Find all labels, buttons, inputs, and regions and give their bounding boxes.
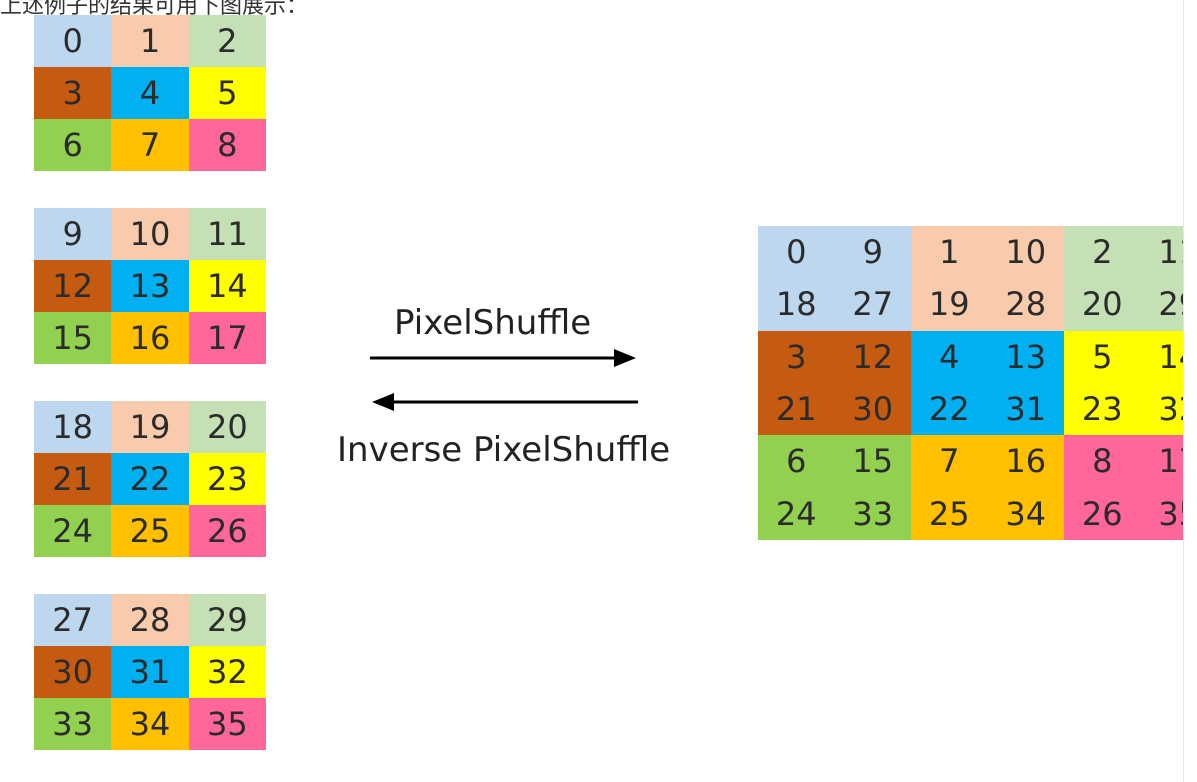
output-cell: 28 bbox=[1005, 285, 1047, 324]
output-cell: 4 bbox=[939, 337, 960, 376]
output-block-6: 6 15 24 33 bbox=[758, 435, 911, 540]
output-cell: 9 bbox=[862, 233, 883, 272]
input-cell: 29 bbox=[188, 594, 266, 646]
output-block-1: 1 10 19 28 bbox=[911, 226, 1064, 331]
input-cell: 9 bbox=[34, 208, 112, 260]
input-cell: 4 bbox=[111, 67, 189, 119]
caption-text: 上述例子的结果可用下图展示： bbox=[0, 0, 309, 19]
input-cell: 24 bbox=[34, 505, 112, 557]
output-cell: 10 bbox=[1005, 233, 1047, 272]
output-block-4: 4 13 22 31 bbox=[911, 330, 1064, 436]
output-cell: 21 bbox=[775, 390, 817, 429]
input-cell: 19 bbox=[111, 401, 189, 453]
input-cell: 10 bbox=[111, 208, 189, 260]
input-cell: 27 bbox=[34, 594, 112, 646]
input-cell: 31 bbox=[111, 646, 189, 698]
output-cell: 5 bbox=[1092, 337, 1113, 376]
input-cell: 26 bbox=[188, 505, 266, 557]
output-cell: 2 bbox=[1092, 233, 1113, 272]
input-cell: 12 bbox=[34, 260, 112, 312]
output-cell: 16 bbox=[1005, 442, 1047, 481]
output-cell: 31 bbox=[1005, 390, 1047, 429]
input-cell: 32 bbox=[188, 646, 266, 698]
input-cell: 21 bbox=[34, 453, 112, 505]
output-cell: 7 bbox=[939, 442, 960, 481]
page-edge bbox=[1183, 0, 1197, 782]
output-cell: 33 bbox=[852, 494, 894, 533]
input-cell: 1 bbox=[111, 15, 189, 67]
input-cell: 20 bbox=[188, 401, 266, 453]
input-cell: 0 bbox=[34, 15, 112, 67]
input-cell: 16 bbox=[111, 312, 189, 364]
output-cell: 1 bbox=[939, 233, 960, 272]
input-cell: 25 bbox=[111, 505, 189, 557]
output-cell: 30 bbox=[852, 390, 894, 429]
inverse-pixelshuffle-label: Inverse PixelShuffle bbox=[337, 430, 671, 470]
output-cell: 34 bbox=[1005, 494, 1047, 533]
output-cell: 0 bbox=[786, 233, 807, 272]
output-block-0: 0 9 18 27 bbox=[758, 226, 911, 331]
output-cell: 27 bbox=[852, 285, 894, 324]
output-cell: 18 bbox=[775, 285, 817, 324]
input-cell: 35 bbox=[188, 698, 266, 750]
output-cell: 22 bbox=[928, 390, 970, 429]
pixelshuffle-label: PixelShuffle bbox=[394, 303, 592, 343]
output-cell: 25 bbox=[928, 494, 970, 533]
input-cell: 11 bbox=[188, 208, 266, 260]
input-cell: 8 bbox=[188, 119, 266, 171]
input-cell: 23 bbox=[188, 453, 266, 505]
output-cell: 20 bbox=[1081, 285, 1123, 324]
output-cell: 19 bbox=[928, 285, 970, 324]
output-block-7: 7 16 25 34 bbox=[911, 435, 1064, 540]
output-cell: 3 bbox=[786, 337, 807, 376]
input-cell: 5 bbox=[188, 67, 266, 119]
input-cell: 30 bbox=[34, 646, 112, 698]
forward-arrow-head bbox=[614, 349, 636, 367]
output-cell: 24 bbox=[775, 494, 817, 533]
input-cell: 33 bbox=[34, 698, 112, 750]
input-cell: 15 bbox=[34, 312, 112, 364]
input-cell: 7 bbox=[111, 119, 189, 171]
input-cell: 6 bbox=[34, 119, 112, 171]
input-cell: 2 bbox=[188, 15, 266, 67]
inverse-arrow-head bbox=[372, 393, 394, 411]
output-cell: 13 bbox=[1005, 337, 1047, 376]
output-cell: 15 bbox=[852, 442, 894, 481]
output-cell: 12 bbox=[852, 337, 894, 376]
output-cell: 26 bbox=[1081, 494, 1123, 533]
output-cell: 6 bbox=[786, 442, 807, 481]
input-cell: 28 bbox=[111, 594, 189, 646]
input-cell: 3 bbox=[34, 67, 112, 119]
output-block-3: 3 12 21 30 bbox=[758, 330, 911, 436]
output-cell: 8 bbox=[1092, 442, 1113, 481]
input-cell: 34 bbox=[111, 698, 189, 750]
output-cell: 23 bbox=[1081, 390, 1123, 429]
input-cell: 22 bbox=[111, 453, 189, 505]
input-cell: 18 bbox=[34, 401, 112, 453]
input-cell: 17 bbox=[188, 312, 266, 364]
input-cell: 14 bbox=[188, 260, 266, 312]
input-cell: 13 bbox=[111, 260, 189, 312]
arrows bbox=[370, 349, 638, 411]
